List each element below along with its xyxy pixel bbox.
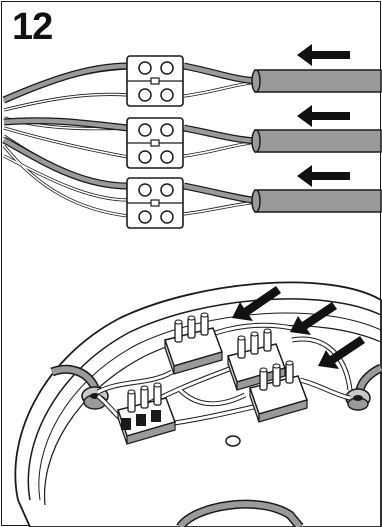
connector-block-top: [126, 55, 184, 107]
cable-gland-right: [345, 363, 382, 411]
arrow-down-left-icon: [318, 336, 365, 369]
connector-block-bottom: [126, 177, 184, 229]
upper-wiring-group: [2, 44, 382, 229]
arrow-left-icon: [297, 105, 350, 127]
cable-bottom: [251, 189, 382, 213]
arrow-left-icon: [297, 165, 350, 187]
cable-middle: [251, 129, 382, 153]
ceiling-base-group: [14, 281, 382, 527]
arrow-left-icon: [297, 44, 350, 66]
arrow-down-left-icon: [290, 302, 337, 335]
terminal-block: [164, 312, 223, 375]
arrow-down-left-icon: [232, 286, 281, 321]
terminal-block: [117, 382, 176, 445]
connector-block-middle: [126, 117, 184, 169]
cable-top: [251, 69, 382, 93]
terminal-block: [249, 360, 308, 423]
step-number: 12: [12, 6, 53, 48]
